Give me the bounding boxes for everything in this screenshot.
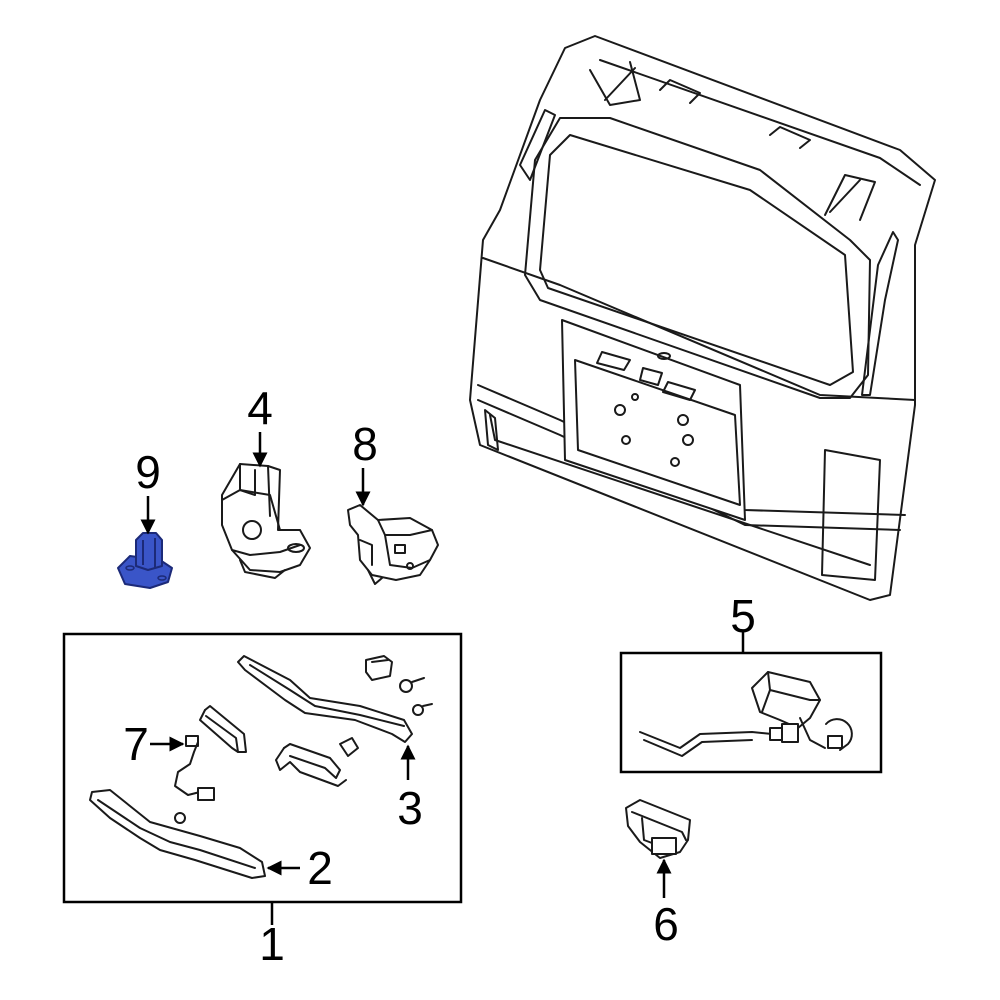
callout-4: 4 — [247, 382, 273, 434]
callout-7: 7 — [123, 718, 149, 770]
callout-6: 6 — [653, 898, 679, 950]
callout-9: 9 — [135, 446, 161, 498]
callout-5: 5 — [730, 590, 756, 642]
tailgate-illustration — [469, 35, 936, 601]
part-4-bracket-illustration — [221, 463, 311, 579]
part-9-highlighted-bumper — [117, 532, 173, 589]
part-6-lamp-illustration — [625, 799, 691, 859]
callout-8: 8 — [352, 418, 378, 470]
callout-numbers: 1 2 3 4 5 6 7 8 9 — [123, 382, 756, 970]
callout-1: 1 — [259, 918, 285, 970]
bracket-strips-illustration — [199, 705, 347, 787]
part-8-actuator-illustration — [347, 504, 439, 585]
callout-leaders — [140, 432, 745, 925]
clip-hardware-illustration — [339, 655, 433, 757]
callout-2: 2 — [307, 842, 333, 894]
assembly-5-frame — [619, 651, 883, 774]
part-3-garnish-illustration — [237, 655, 413, 743]
part-5-latch-illustration — [639, 671, 853, 757]
part-2-garnish-illustration — [89, 789, 266, 879]
callout-3: 3 — [397, 782, 423, 834]
assembly-1-frame — [62, 632, 463, 904]
part-7-harness-illustration — [174, 735, 215, 801]
